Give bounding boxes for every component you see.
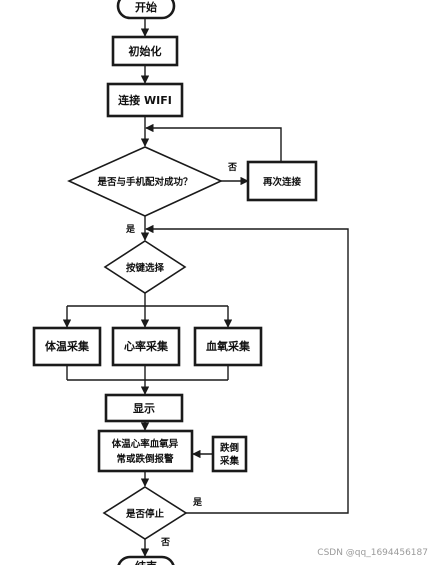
watermark-text: CSDN @qq_1694456187 <box>317 548 428 558</box>
edge-label-pair-yes: 是 <box>125 224 136 235</box>
node-fall-label-1: 跌倒 <box>220 442 239 454</box>
node-heart: 心率采集 <box>111 326 181 367</box>
node-display-label: 显示 <box>133 402 155 415</box>
node-end: 结束 <box>117 555 175 565</box>
node-alarm-label-2: 常或跌倒报警 <box>116 453 174 465</box>
node-key-select: 按键选择 <box>103 240 187 294</box>
node-display: 显示 <box>104 393 184 423</box>
node-pair-question-label: 是否与手机配对成功？ <box>96 176 192 188</box>
node-init-label: 初始化 <box>129 44 162 58</box>
arrow-reconnect-loop <box>145 123 282 162</box>
node-start-label: 开始 <box>135 0 157 14</box>
node-stop-question-label: 是否停止 <box>125 508 165 520</box>
node-pair-question: 是否与手机配对成功？ <box>67 146 223 217</box>
node-fall: 跌倒 采集 <box>211 435 248 473</box>
node-stop-question: 是否停止 <box>102 486 188 540</box>
node-wifi: 连接 WIFI <box>106 82 184 118</box>
node-temp: 体温采集 <box>32 326 102 367</box>
node-key-select-label: 按键选择 <box>126 262 165 274</box>
node-temp-label: 体温采集 <box>45 339 90 353</box>
node-reconnect-label: 再次连接 <box>263 176 302 188</box>
connectors <box>62 18 349 557</box>
node-oxygen: 血氧采集 <box>193 326 263 367</box>
node-init: 初始化 <box>111 35 179 67</box>
edge-label-pair-no: 否 <box>227 162 237 173</box>
arrow-stop-yes-loop <box>145 224 349 514</box>
node-end-label: 结束 <box>134 559 158 565</box>
node-oxygen-label: 血氧采集 <box>206 339 251 353</box>
edge-label-stop-yes: 是 <box>192 497 203 508</box>
node-fall-label-2: 采集 <box>219 455 240 467</box>
node-reconnect: 再次连接 <box>246 160 318 202</box>
node-alarm: 体温心率血氧异 常或跌倒报警 <box>97 429 194 473</box>
node-heart-label: 心率采集 <box>124 339 169 353</box>
node-start: 开始 <box>116 0 176 20</box>
node-wifi-label: 连接 WIFI <box>118 93 172 107</box>
node-alarm-label-1: 体温心率血氧异 <box>112 438 179 450</box>
edge-label-stop-no: 否 <box>160 537 170 548</box>
